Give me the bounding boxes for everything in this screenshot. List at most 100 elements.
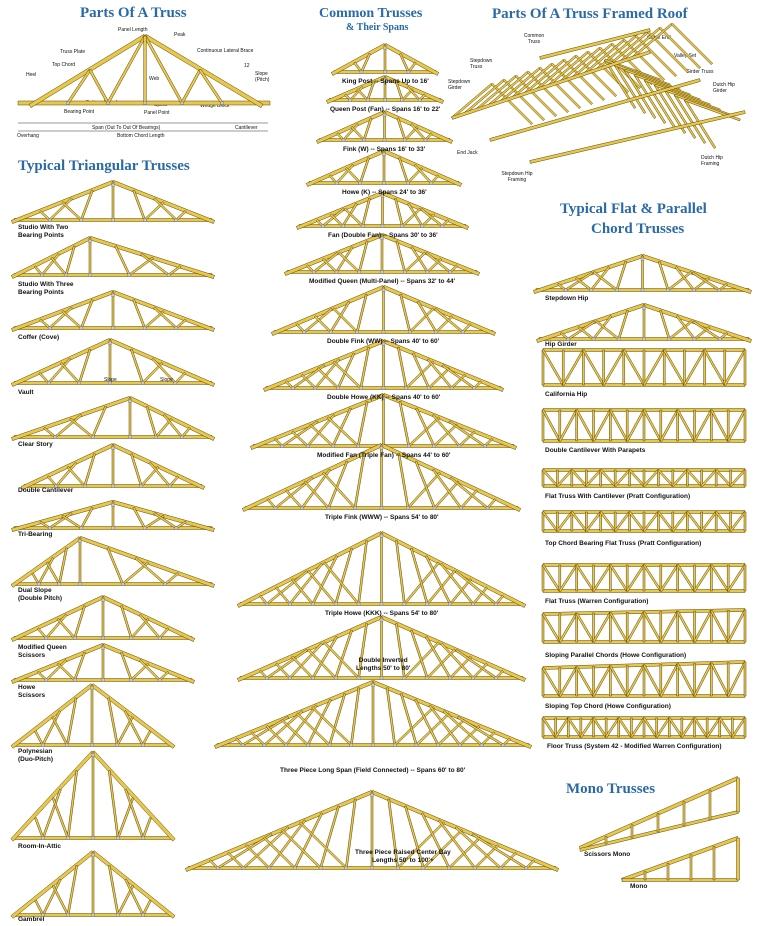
flat-truss-4 bbox=[541, 408, 747, 443]
triangular-truss-label-12: Room-In-Attic bbox=[18, 843, 61, 850]
common-truss-label-12: Double Inverted Lengths 50' to 80' bbox=[356, 657, 411, 672]
label-bearing-point: Bearing Point bbox=[64, 109, 95, 115]
flat-truss-label-8: Sloping Parallel Chords (Howe Configurat… bbox=[545, 652, 687, 659]
common-truss-label-13: Three Piece Long Span (Field Connected) … bbox=[280, 767, 466, 774]
vault-slope-label-1: Slope bbox=[104, 377, 117, 383]
label-dutch-hip-girder: Dutch Hip Girder bbox=[713, 82, 735, 94]
common-truss-10 bbox=[241, 443, 522, 512]
flat-truss-2 bbox=[536, 303, 752, 343]
label-end-jack: End Jack bbox=[457, 150, 478, 156]
common-truss-label-3: Fink (W) -- Spans 16' to 33' bbox=[343, 146, 426, 153]
triangular-truss-label-7: Tri-Bearing bbox=[18, 531, 53, 538]
heading-flat-parallel-1: Typical Flat & Parallel bbox=[560, 201, 707, 217]
label-gable-end: Gable End bbox=[647, 35, 671, 41]
triangular-truss-12 bbox=[10, 750, 176, 842]
triangular-truss-label-4: Vault bbox=[18, 389, 34, 396]
flat-truss-label-1: Stepdown Hip bbox=[545, 295, 589, 302]
common-truss-14 bbox=[184, 790, 560, 872]
label-continuous-brace: Continuous Lateral Brace bbox=[197, 48, 254, 54]
flat-truss-3 bbox=[541, 348, 747, 387]
triangular-truss-label-3: Coffer (Cove) bbox=[18, 334, 60, 341]
flat-truss-1 bbox=[533, 254, 752, 294]
common-truss-label-8: Double Howe (KK) -- Spans 40' to 60' bbox=[327, 394, 441, 401]
mono-truss-plain bbox=[621, 836, 740, 882]
triangular-truss-9 bbox=[10, 595, 196, 642]
triangular-truss-label-13: Gambrel bbox=[18, 916, 45, 923]
triangular-truss-13 bbox=[10, 850, 176, 919]
label-wedge-block: Wedge Block bbox=[200, 103, 230, 109]
common-truss-13 bbox=[214, 680, 532, 749]
flat-truss-label-5: Flat Truss With Cantilever (Pratt Config… bbox=[545, 493, 691, 500]
label-span: Span (Out To Out Of Bearings) bbox=[92, 125, 161, 131]
framed-roof-diagram bbox=[450, 22, 746, 164]
common-truss-label-6: Modified Queen (Multi-Panel) -- Spans 32… bbox=[309, 278, 456, 285]
common-truss-5 bbox=[296, 191, 469, 230]
flat-truss-6 bbox=[541, 510, 747, 533]
triangular-truss-label-9: Modified Queen Scissors bbox=[18, 644, 67, 659]
triangular-truss-10 bbox=[11, 643, 195, 684]
common-truss-label-10: Triple Fink (WWW) -- Spans 54' to 80' bbox=[325, 514, 439, 521]
common-truss-11 bbox=[236, 531, 527, 608]
common-truss-label-2: Queen Post (Fan) -- Spans 16' to 22' bbox=[330, 106, 441, 113]
common-truss-label-4: Howe (K) -- Spans 24' to 36' bbox=[342, 189, 427, 196]
common-truss-12 bbox=[236, 615, 527, 682]
triangular-truss-label-1: Studio With Two Bearing Points bbox=[18, 224, 69, 239]
label-truss-plate: Truss Plate bbox=[60, 49, 86, 55]
label-peak: Peak bbox=[174, 32, 186, 38]
triangular-truss-3 bbox=[11, 290, 215, 332]
triangular-truss-11 bbox=[10, 683, 176, 749]
label-cantilever: Cantilever bbox=[235, 125, 258, 131]
flat-truss-8 bbox=[541, 608, 747, 644]
flat-truss-label-4: Double Cantilever With Parapets bbox=[545, 447, 646, 454]
label-dutch-hip-framing: Dutch Hip Framing bbox=[701, 155, 723, 167]
flat-truss-7 bbox=[541, 563, 747, 593]
label-bottom-chord-length: Bottom Chord Length bbox=[117, 133, 165, 139]
heading-flat-parallel-2: Chord Trusses bbox=[591, 221, 685, 237]
flat-truss-label-6: Top Chord Bearing Flat Truss (Pratt Conf… bbox=[545, 540, 702, 547]
triangular-truss-5 bbox=[11, 396, 216, 441]
label-panel-length: Panel Length bbox=[118, 27, 148, 33]
common-truss-label-9: Modified Fan (Triple Fan) -- Spans 44' t… bbox=[317, 452, 451, 459]
label-common-truss: Common Truss bbox=[523, 33, 545, 45]
triangular-truss-1 bbox=[11, 180, 215, 224]
heading-common-trusses-sub: & Their Spans bbox=[346, 22, 409, 33]
common-truss-label-5: Fan (Double Fan) -- Spans 30' to 36' bbox=[328, 232, 438, 239]
triangular-truss-label-5: Clear Story bbox=[18, 441, 53, 448]
common-truss-4 bbox=[305, 149, 463, 187]
label-stepdown-girder: Stepdown Girder bbox=[448, 79, 471, 91]
common-truss-9 bbox=[250, 393, 517, 450]
flat-truss-9 bbox=[541, 660, 747, 698]
flat-truss-label-10: Floor Truss (System 42 - Modified Warren… bbox=[547, 743, 722, 750]
label-panel-point: Panel Point bbox=[144, 110, 170, 116]
parts-of-truss-diagram bbox=[17, 33, 271, 132]
triangular-truss-2 bbox=[10, 236, 215, 279]
common-truss-7 bbox=[270, 285, 497, 336]
label-slope: 12 bbox=[244, 63, 250, 69]
triangular-truss-7 bbox=[11, 500, 215, 532]
label-stepdown-hip-framing: Stepdown Hip Framing bbox=[501, 171, 533, 183]
common-truss-label-7: Double Fink (WW) -- Spans 40' to 60' bbox=[327, 338, 440, 345]
mono-label-mono: Mono bbox=[630, 883, 648, 890]
common-truss-2 bbox=[325, 75, 445, 104]
label-top-chord: Top Chord bbox=[52, 62, 76, 68]
triangular-truss-6 bbox=[20, 443, 206, 490]
common-truss-6 bbox=[284, 233, 480, 276]
vault-slope-label-2: Slope bbox=[160, 377, 173, 383]
triangular-truss-label-10: Howe Scissors bbox=[18, 684, 46, 699]
label-slope-sub: Slope (Pitch) bbox=[255, 71, 270, 83]
triangular-truss-label-6: Double Cantilever bbox=[18, 487, 74, 494]
triangular-truss-4 bbox=[10, 338, 216, 387]
heading-truss-framed-roof: Parts Of A Truss Framed Roof bbox=[492, 6, 688, 22]
common-truss-8 bbox=[263, 339, 504, 392]
mono-label-scissors: Scissors Mono bbox=[584, 851, 631, 858]
label-valley-set: Valley Set bbox=[674, 53, 697, 59]
common-truss-1 bbox=[330, 43, 440, 76]
heading-parts-of-a-truss: Parts Of A Truss bbox=[80, 5, 187, 21]
label-stepdown-truss: Stepdown Truss bbox=[470, 58, 493, 70]
triangular-truss-label-8: Dual Slope (Double Pitch) bbox=[18, 587, 63, 602]
flat-truss-label-9: Sloping Top Chord (Howe Configuration) bbox=[545, 703, 671, 710]
heading-mono-trusses: Mono Trusses bbox=[566, 781, 656, 797]
label-web: Web bbox=[149, 76, 160, 82]
heading-typical-triangular: Typical Triangular Trusses bbox=[18, 158, 190, 174]
